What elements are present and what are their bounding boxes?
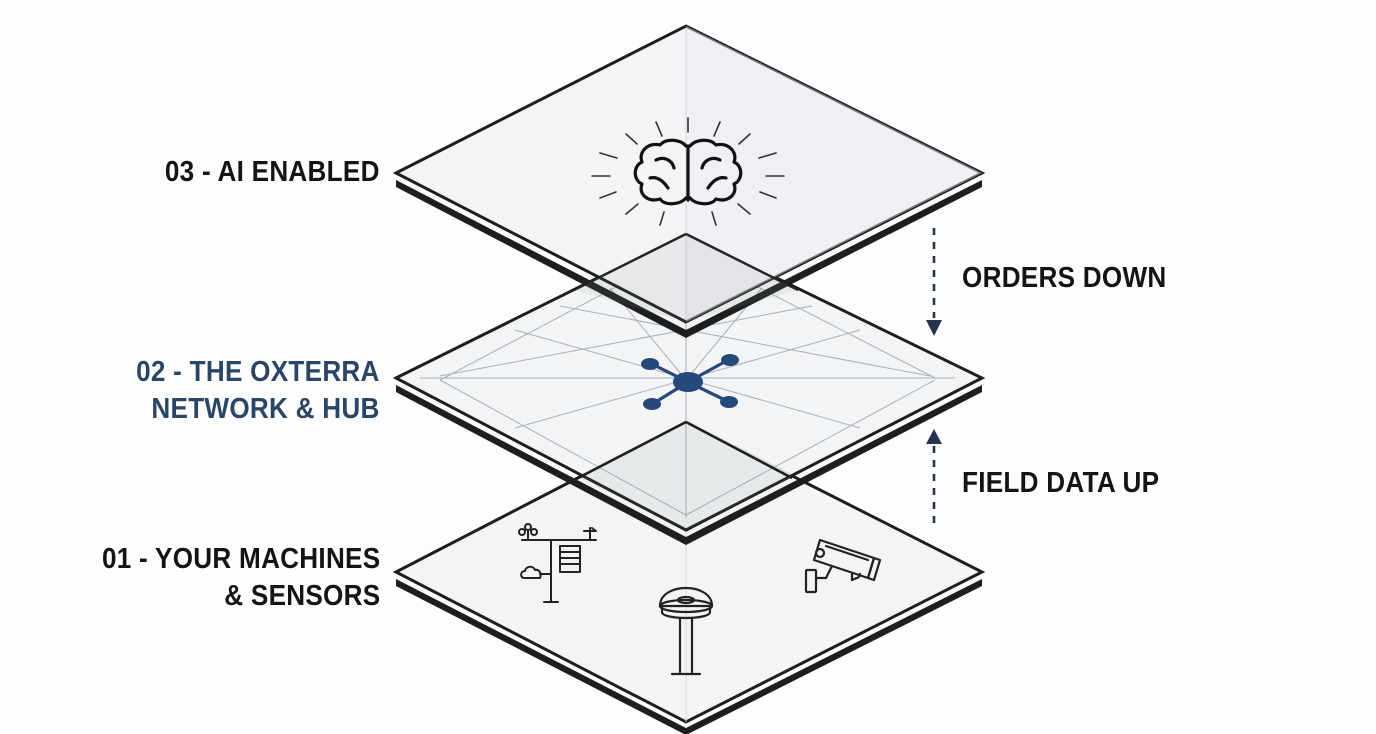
layer-03-label: 03 - AI ENABLED — [165, 154, 380, 191]
orders-down-arrow — [926, 228, 942, 336]
layer-01-label-line-1: 01 - YOUR MACHINES — [101, 543, 380, 575]
layer-01-label: 01 - YOUR MACHINES & SENSORS — [102, 541, 380, 615]
orders-down-label: ORDERS DOWN — [962, 260, 1167, 297]
layer-01-label-line-2: & SENSORS — [223, 580, 380, 612]
brain-icon — [591, 117, 785, 226]
orders-down-text: ORDERS DOWN — [962, 262, 1167, 294]
layer-02-label-line-1: 02 - THE OXTERRA — [136, 356, 380, 388]
weather-station-icon — [518, 523, 597, 603]
layer-02-label-line-2: NETWORK & HUB — [151, 393, 380, 425]
field-data-up-label: FIELD DATA UP — [962, 465, 1159, 502]
field-data-up-arrow — [926, 429, 942, 528]
layer-02-label: 02 - THE OXTERRA NETWORK & HUB — [136, 354, 380, 428]
security-camera-icon — [804, 538, 882, 594]
layer-03-label-line-1: 03 - AI ENABLED — [165, 156, 380, 188]
network-hub-icon — [641, 354, 739, 410]
field-data-up-text: FIELD DATA UP — [962, 467, 1160, 499]
soil-sensor-icon — [658, 586, 714, 676]
